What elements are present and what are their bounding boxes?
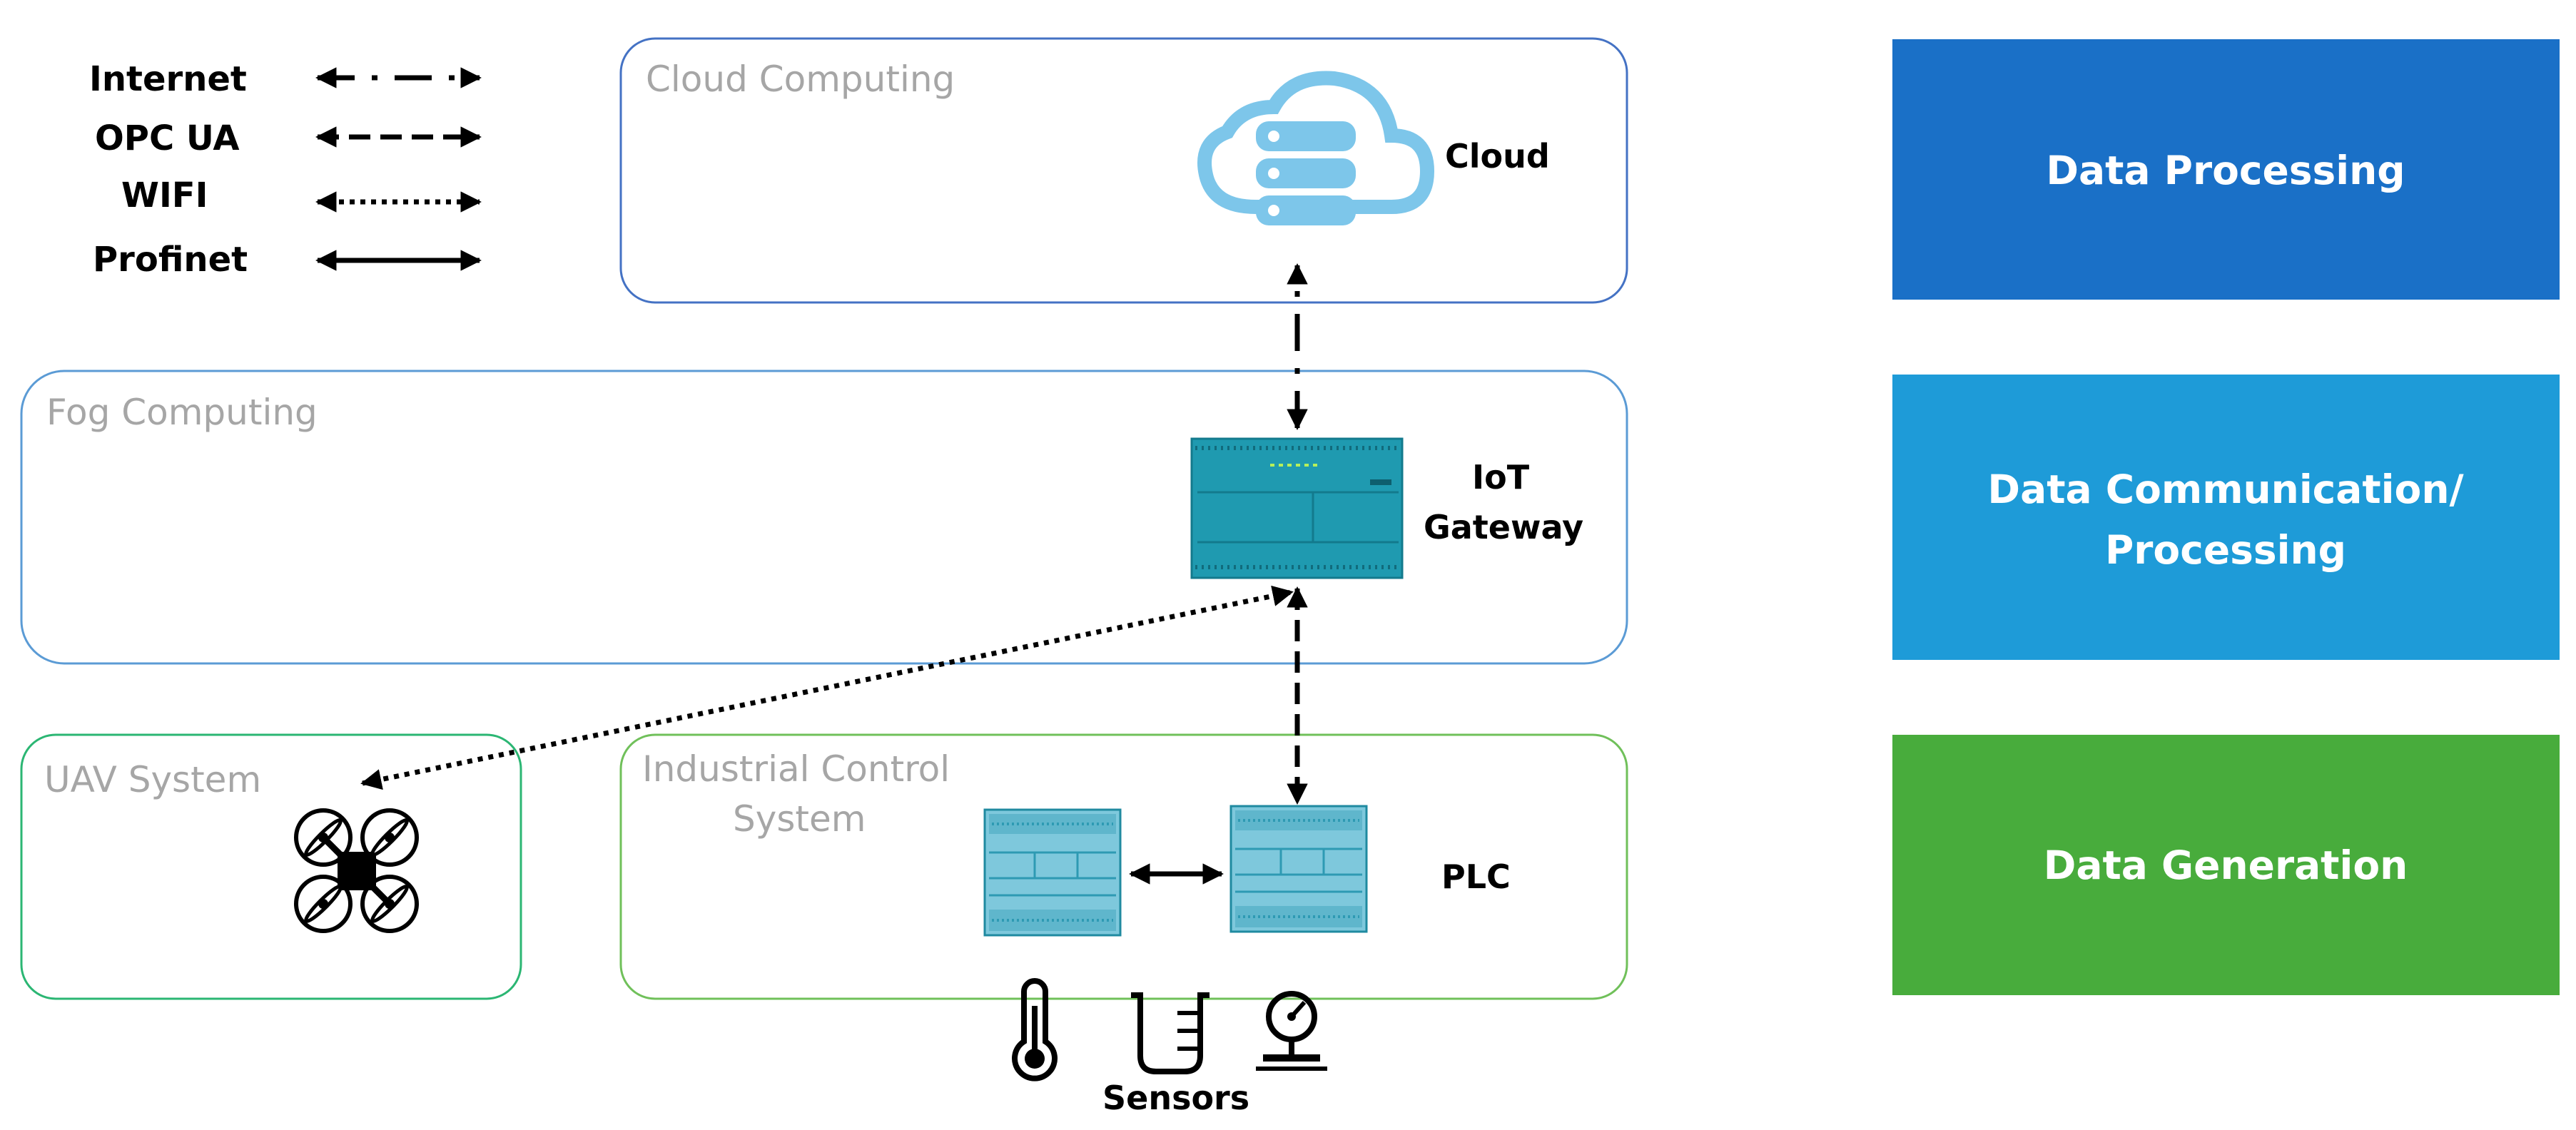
wifi-link-drone-gateway [360, 585, 1294, 790]
cloud-server-icon [1197, 71, 1435, 225]
drone-icon [296, 810, 417, 931]
layer-data-generation [1892, 735, 2560, 995]
layer-data-communication-label-line2: Processing [2105, 527, 2346, 573]
industrial-control-zone-label-line1: Industrial Control [642, 748, 950, 790]
legend-opcua-label: OPC UA [95, 118, 240, 158]
cloud-label: Cloud [1445, 137, 1550, 175]
plc-icon [983, 808, 1122, 937]
thermometer-icon [1012, 978, 1058, 1081]
fog-computing-zone-label: Fog Computing [46, 392, 318, 433]
layer-data-processing [1892, 39, 2560, 300]
legend-internet-label: Internet [89, 59, 247, 99]
layer-data-communication-label-line1: Data Communication/ [1987, 467, 2464, 512]
uav-system-zone [20, 733, 522, 1000]
gateway-label-line1: IoT [1472, 458, 1530, 497]
legend-wifi-label: WIFI [121, 175, 208, 215]
industrial-control-zone-label-line2: System [733, 798, 866, 840]
pressure-gauge-icon [1256, 991, 1327, 1071]
layer-data-processing-label: Data Processing [2046, 148, 2405, 193]
iot-gateway-icon [1190, 437, 1404, 579]
plc-label: PLC [1441, 857, 1511, 896]
beaker-icon [1131, 992, 1210, 1074]
layer-data-communication [1892, 375, 2560, 660]
cloud-computing-zone [619, 37, 1628, 304]
legend-profinet-label: Profinet [93, 240, 248, 280]
plc-icon [1229, 805, 1368, 933]
cloud-computing-zone-label: Cloud Computing [646, 58, 955, 100]
layer-data-generation-label: Data Generation [2044, 843, 2408, 888]
gateway-label-line2: Gateway [1424, 508, 1583, 546]
uav-system-zone-label: UAV System [44, 759, 261, 800]
sensors-label: Sensors [1102, 1079, 1249, 1117]
